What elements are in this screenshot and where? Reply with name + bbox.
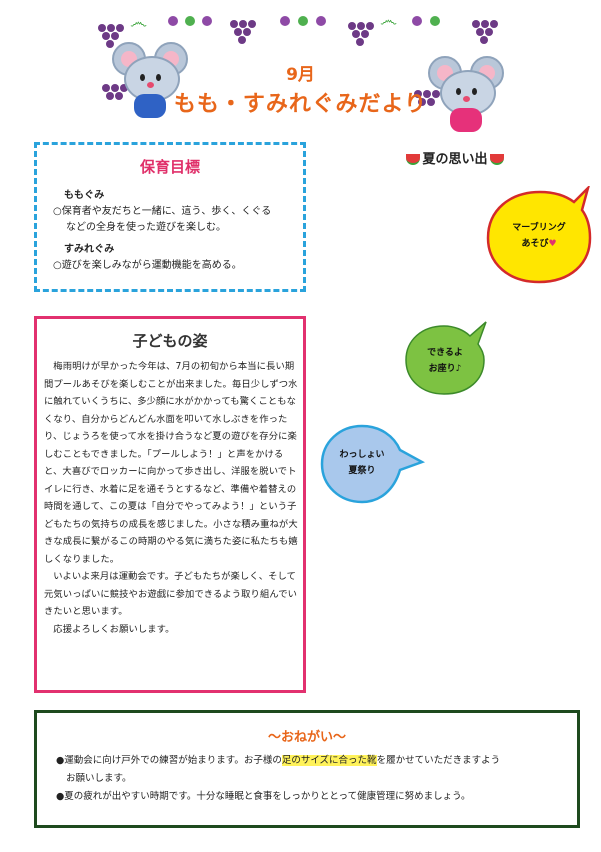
vine-icon: ෴ bbox=[130, 12, 148, 33]
dot bbox=[202, 16, 212, 26]
request-line-1: ●運動会に向け戸外での練習が始まります。お子様の足のサイズに合った靴を履かせてい… bbox=[56, 752, 566, 770]
grape-icon bbox=[346, 16, 376, 52]
dot bbox=[430, 16, 440, 26]
dot bbox=[185, 16, 195, 26]
grape-icon bbox=[470, 14, 500, 50]
summer-title-row: 夏の思い出 bbox=[380, 148, 530, 167]
bubble-marbling-line-1: マーブリング bbox=[512, 223, 566, 233]
sumire-goal-line: ○遊びを楽しみながら運動機能を高める。 bbox=[53, 260, 242, 271]
mouse-icon bbox=[428, 56, 504, 134]
request-box bbox=[34, 710, 580, 828]
bubble-festival-line-1: わっしょい bbox=[339, 450, 385, 460]
request-title: ～おねがい～ bbox=[267, 730, 346, 745]
bubble-sitting-text: できるよ お座り♪ bbox=[408, 336, 482, 386]
request-line-1-a: ●運動会に向け戸外での練習が始まります。お子様の bbox=[56, 755, 282, 766]
dot bbox=[316, 16, 326, 26]
newsletter-title: もも・すみれぐみだより bbox=[173, 92, 428, 117]
sumire-label: すみれぐみ bbox=[64, 244, 115, 255]
momo-goal-line-2: などの全身を使った遊びを楽しむ。 bbox=[66, 222, 226, 233]
dot bbox=[412, 16, 422, 26]
grape-icon bbox=[412, 86, 442, 122]
grape-icon bbox=[100, 80, 130, 116]
watermelon-icon bbox=[406, 154, 421, 165]
bubble-sitting-line-2: お座り♪ bbox=[428, 364, 462, 374]
children-title: 子どもの姿 bbox=[132, 332, 208, 350]
bubble-marbling-line-2: あそび bbox=[521, 239, 549, 249]
goals-box bbox=[34, 142, 306, 292]
speech-bubble-festival bbox=[320, 424, 426, 504]
bubble-festival-line-2: 夏祭り bbox=[348, 466, 376, 476]
children-paragraph-3: 応援よろしくお願いします。 bbox=[53, 623, 175, 635]
newsletter-month: 9月 bbox=[286, 65, 315, 85]
dot bbox=[280, 16, 290, 26]
children-box bbox=[34, 316, 306, 693]
vine-icon: ෴ bbox=[380, 10, 398, 31]
request-line-1-cont: お願いします。 bbox=[66, 773, 132, 784]
children-paragraph-2: いよいよ来月は運動会です。子どもたちが楽しく、そして元気いっぱいに競技やお遊戯に… bbox=[44, 571, 298, 617]
momo-label: ももぐみ bbox=[64, 190, 105, 201]
mouse-icon bbox=[112, 42, 188, 120]
watermelon-icon bbox=[489, 154, 504, 165]
grape-icon bbox=[96, 20, 126, 56]
request-line-2: ●夏の疲れが出やすい時期です。十分な睡眠と食事をしっかりととって健康管理に努めま… bbox=[56, 791, 471, 802]
summer-title: 夏の思い出 bbox=[422, 152, 488, 167]
children-paragraph-1: 梅雨明けが早かった今年は、7月の初旬から本当に長い期間プールあそびを楽しむことが… bbox=[44, 361, 298, 565]
children-body: 梅雨明けが早かった今年は、7月の初旬から本当に長い期間プールあそびを楽しむことが… bbox=[44, 358, 298, 638]
request-line-1-b: を履かせていただきますよう bbox=[376, 755, 501, 766]
goals-title: 保育目標 bbox=[139, 158, 200, 176]
request-highlight: 足のサイズに合った靴 bbox=[281, 755, 377, 766]
heart-icon: ♥ bbox=[548, 239, 557, 249]
bubble-sitting-line-1: できるよ bbox=[427, 348, 463, 358]
speech-bubble-sitting bbox=[405, 321, 487, 395]
speech-bubble-marbling bbox=[486, 186, 592, 284]
bubble-festival-text: わっしょい 夏祭り bbox=[324, 438, 400, 488]
momo-goal-line-1: ○保育者や友だちと一緒に、這う、歩く、くぐる bbox=[53, 206, 272, 217]
bubble-marbling-text: マーブリング あそび♥ bbox=[494, 206, 584, 266]
dot bbox=[298, 16, 308, 26]
grape-icon bbox=[228, 14, 258, 50]
dot bbox=[168, 16, 178, 26]
